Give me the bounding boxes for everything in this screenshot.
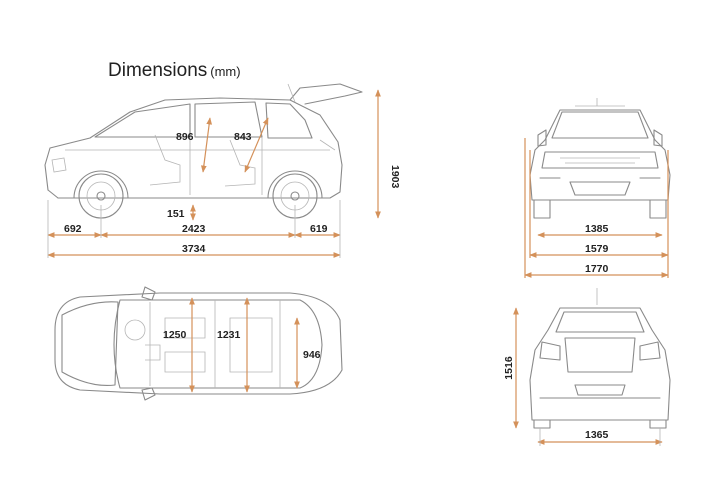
rear-headroom-line [244,117,269,173]
label-width-with-mirrors: 1770 [585,263,609,275]
title-unit: (mm) [210,64,241,79]
label-front-overhang: 692 [64,223,82,235]
label-width-without-mirrors: 1579 [585,243,609,255]
label-rear-overhang: 619 [310,223,328,235]
label-front-elbow-width: 1250 [163,329,187,341]
rear-view-car [529,288,671,429]
label-ground-clearance: 151 [167,208,185,220]
dimension-lines [47,89,669,446]
label-front-track: 1385 [585,223,609,235]
label-rear-headroom: 843 [234,131,252,143]
label-front-headroom: 896 [176,131,194,143]
label-rear-track: 1365 [585,429,609,441]
label-overall-length: 3734 [182,243,206,255]
side-view-car [44,83,363,219]
top-view-car [54,286,343,401]
dimension-labels: 896 843 1903 151 692 2423 619 3734 1385 … [64,131,609,441]
title-text: Dimensions [108,60,208,81]
label-height-rear-view: 1516 [503,356,515,380]
label-height: 1903 [389,165,401,189]
page-title: Dimensions(mm) [108,60,241,82]
label-rear-elbow-width: 1231 [217,329,241,341]
label-wheelbase: 2423 [182,223,206,235]
front-view-car [529,98,671,219]
front-headroom-line [200,117,213,173]
label-boot-width: 946 [303,349,321,361]
